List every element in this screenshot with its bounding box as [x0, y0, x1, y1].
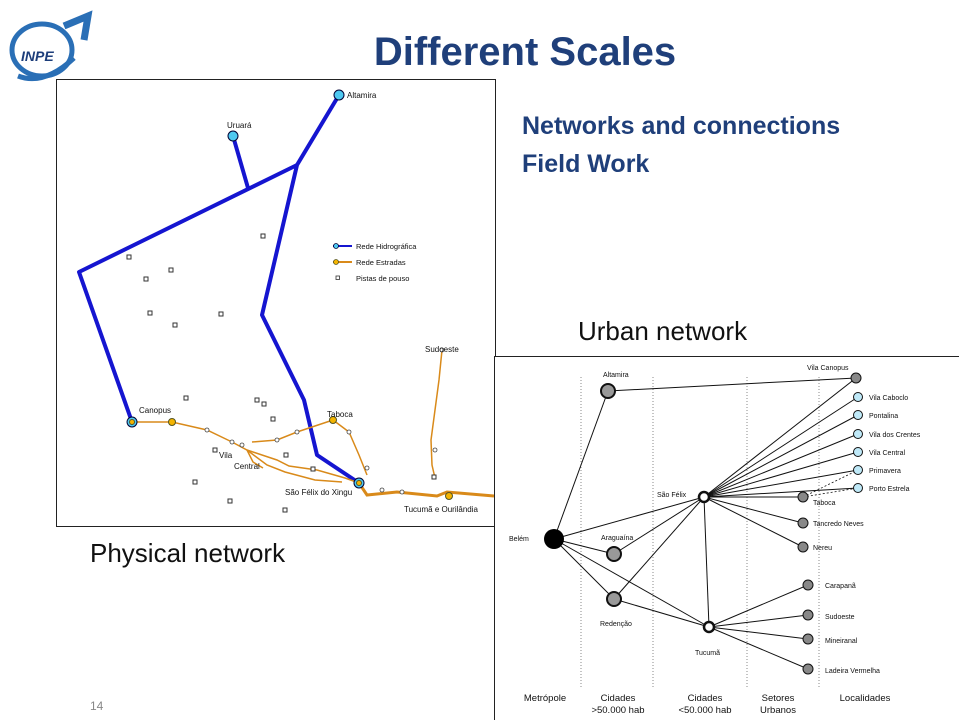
road-sudoeste — [430, 349, 443, 479]
subtitle-line-1: Networks and connections — [522, 112, 841, 140]
road-taboca — [251, 419, 368, 476]
column-cidades-menores: Cidades — [688, 693, 723, 704]
node-vila-canopus — [850, 372, 862, 384]
label-sudoeste: Sudoeste — [425, 345, 459, 354]
label-porto-estrela: Porto Estrela — [869, 486, 910, 493]
river-uruara — [231, 135, 250, 189]
label-sao-felix: São Félix do Xingu — [285, 488, 352, 497]
road-secondary — [246, 449, 343, 483]
map-legend: Rede Hidrográfica Rede Estradas Pistas d… — [333, 242, 417, 283]
column-cidades-maiores-pop: >50.000 hab — [591, 705, 644, 716]
node-carapana — [802, 579, 814, 591]
label-taboca-urban: Taboca — [813, 500, 836, 507]
label-altamira-urban: Altamira — [603, 372, 629, 379]
node-tancredo-neves — [797, 517, 809, 529]
uruara-node — [227, 130, 239, 142]
physical-network-map: Altamira Uruará Canopus Taboca Sudoeste … — [56, 79, 496, 527]
road-junctions — [204, 347, 445, 495]
label-uruara: Uruará — [227, 121, 252, 130]
legend-airstrip: Pistas de pouso — [356, 274, 409, 283]
node-redencao — [606, 591, 622, 607]
river-nodes — [126, 89, 365, 489]
slide-title: Different Scales — [373, 30, 677, 74]
column-separators — [580, 377, 820, 687]
urban-network-svg: Altamira Belém São Félix Araguaína Reden… — [509, 365, 921, 716]
label-tucuma-urban: Tucumã — [695, 650, 720, 657]
node-pontalina — [853, 410, 863, 420]
column-setores: Setores — [762, 693, 795, 704]
label-primavera: Primavera — [869, 468, 901, 475]
label-sudoeste-urban: Sudoeste — [825, 614, 855, 621]
label-belem: Belém — [509, 536, 529, 543]
river-main — [260, 93, 361, 485]
physical-map-svg: Altamira Uruará Canopus Taboca Sudoeste … — [77, 89, 495, 514]
legend-road-icon — [333, 259, 339, 265]
column-metropole: Metrópole — [524, 693, 566, 704]
node-taboca — [797, 491, 809, 503]
label-vila-canopus: Vila Canopus — [807, 365, 849, 372]
road-nodes — [129, 416, 453, 500]
node-vila-dos-crentes — [853, 429, 863, 439]
slide-number: 14 — [90, 699, 104, 713]
label-tancredo-neves: Tancredo Neves — [813, 521, 864, 528]
node-sao-felix — [697, 490, 711, 504]
road-canopus-saofelix — [132, 421, 360, 484]
label-sao-felix-urban: São Félix — [657, 492, 687, 499]
label-taboca: Taboca — [327, 410, 353, 419]
inpe-logo-graphic: INPE — [9, 10, 93, 82]
column-cidades-maiores: Cidades — [601, 693, 636, 704]
node-tucuma — [702, 620, 716, 634]
node-ladeira-vermelha — [802, 663, 814, 675]
label-carapana: Carapanã — [825, 583, 856, 590]
node-nereu — [797, 541, 809, 553]
label-altamira: Altamira — [347, 91, 377, 100]
column-setores-urbanos: Urbanos — [760, 705, 796, 716]
urban-network-caption: Urban network — [578, 316, 748, 346]
column-localidades: Localidades — [840, 693, 891, 704]
node-altamira — [600, 383, 616, 399]
node-mineiranal — [802, 633, 814, 645]
legend-airstrip-icon — [335, 275, 340, 280]
label-ladeira-vermelha: Ladeira Vermelha — [825, 668, 880, 675]
altamira-node — [333, 89, 345, 101]
label-nereu: Nereu — [813, 545, 832, 552]
network-edges — [553, 377, 859, 670]
node-sudoeste — [802, 609, 814, 621]
column-cidades-menores-pop: <50.000 hab — [678, 705, 731, 716]
label-canopus: Canopus — [139, 406, 171, 415]
label-pontalina: Pontalina — [869, 413, 898, 420]
node-araguaina — [606, 546, 622, 562]
road-main-east — [357, 482, 495, 498]
subtitle-line-2: Field Work — [522, 150, 650, 178]
label-vila-dos-crentes: Vila dos Crentes — [869, 432, 921, 439]
node-porto-estrela — [853, 483, 863, 493]
node-vila-central — [853, 447, 863, 457]
label-araguaina: Araguaína — [601, 535, 633, 542]
node-primavera — [853, 465, 863, 475]
legend-river: Rede Hidrográfica — [356, 242, 417, 251]
river-network — [77, 93, 361, 485]
label-central: Central — [234, 462, 260, 471]
logo-text: INPE — [21, 48, 54, 64]
river-west — [77, 163, 298, 423]
inpe-logo: INPE — [4, 6, 104, 86]
label-vila-central-urban: Vila Central — [869, 450, 906, 457]
legend-river-icon — [333, 243, 339, 249]
label-redencao: Redenção — [600, 621, 632, 628]
node-vila-caboclo — [853, 392, 863, 402]
node-belem — [544, 529, 564, 549]
physical-network-caption: Physical network — [90, 538, 286, 568]
label-vila: Vila — [219, 451, 233, 460]
label-mineiranal: Mineiranal — [825, 638, 858, 645]
label-tucuma: Tucumã e Ourilândia — [404, 505, 479, 514]
label-vila-caboclo: Vila Caboclo — [869, 395, 908, 402]
legend-road: Rede Estradas — [356, 258, 406, 267]
road-vila — [246, 449, 264, 469]
airstrips — [126, 233, 437, 513]
urban-network-diagram: Altamira Belém São Félix Araguaína Reden… — [494, 356, 959, 720]
